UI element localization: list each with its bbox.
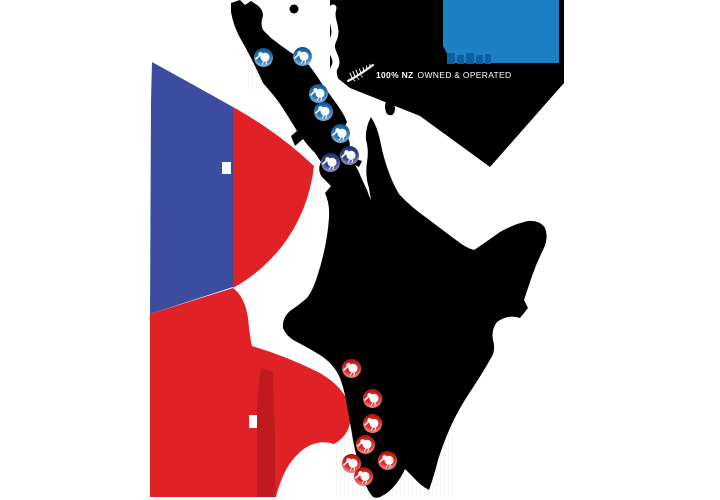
panel-slash bbox=[328, 4, 340, 88]
kiwi-bird-glyph bbox=[378, 454, 394, 468]
tagline-regular: OWNED & OPERATED bbox=[417, 70, 512, 80]
kiwi-pin-icon bbox=[253, 47, 273, 67]
tagline: 100% NZ OWNED & OPERATED bbox=[376, 69, 511, 81]
fold-notch bbox=[249, 415, 257, 428]
tagline-bold: 100% NZ bbox=[376, 70, 414, 80]
north-cape-islet bbox=[289, 4, 299, 14]
fold-notch bbox=[222, 162, 231, 174]
logo-block bbox=[443, 0, 559, 64]
kiwi-bird-glyph bbox=[363, 392, 379, 406]
kiwi-pin-icon bbox=[313, 101, 333, 121]
kiwi-bird-glyph bbox=[321, 156, 337, 170]
kiwi-bird-glyph bbox=[354, 470, 370, 484]
kiwi-pin-icon bbox=[339, 145, 359, 165]
kiwi-pin-icon bbox=[292, 46, 312, 66]
kiwi-pin-icon bbox=[362, 413, 382, 433]
large-kiwi-shape-bottom bbox=[150, 288, 352, 497]
kiwi-pin-icon bbox=[362, 388, 382, 408]
kiwi-bird-glyph bbox=[309, 87, 325, 101]
great-barrier-island bbox=[385, 99, 395, 116]
kiwi-leg bbox=[256, 368, 275, 497]
kiwi-bird-glyph bbox=[254, 51, 270, 65]
kiwi-bird-glyph bbox=[331, 127, 347, 141]
kiwi-pin-icon bbox=[308, 83, 328, 103]
kiwi-pin-icon bbox=[377, 450, 397, 470]
kiwi-bird-glyph bbox=[340, 149, 356, 163]
kiwi-pin-icon bbox=[341, 358, 361, 378]
kiwi-pin-icon bbox=[341, 453, 361, 473]
kiwi-pin-icon bbox=[355, 434, 375, 454]
kiwi-bird-glyph bbox=[356, 438, 372, 452]
kiwi-pin-icon bbox=[320, 152, 340, 172]
kiwi-bird-glyph bbox=[342, 457, 358, 471]
kiwi-bird-glyph bbox=[314, 105, 330, 119]
kiwi-pin-icon bbox=[330, 123, 350, 143]
kiwi-pin-icon bbox=[353, 466, 373, 486]
logo-text-remnant bbox=[447, 53, 491, 64]
silver-fern-icon bbox=[346, 63, 375, 83]
kiwi-bird-glyph bbox=[293, 50, 309, 64]
large-kiwi-shape-top bbox=[150, 62, 314, 314]
kiwi-bird-glyph bbox=[363, 417, 379, 431]
kiwi-bird-glyph bbox=[342, 362, 358, 376]
